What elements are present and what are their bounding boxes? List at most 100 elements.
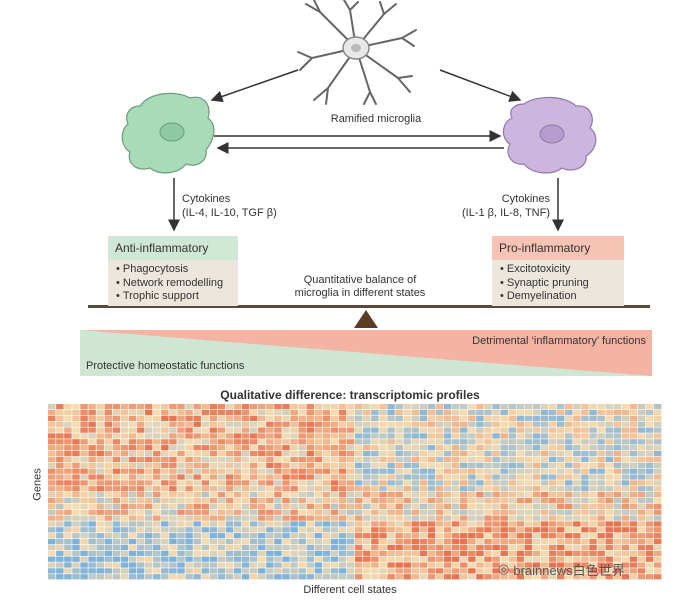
heatmap-cell bbox=[379, 509, 387, 515]
heatmap-cell bbox=[274, 521, 282, 527]
heatmap-cell bbox=[88, 492, 96, 498]
heatmap-cell bbox=[153, 486, 161, 492]
heatmap-cell bbox=[484, 456, 492, 463]
heatmap-cell bbox=[64, 474, 72, 480]
heatmap-cell bbox=[597, 486, 605, 492]
heatmap-cell bbox=[80, 550, 88, 556]
heatmap-cell bbox=[330, 492, 339, 498]
heatmap-cell bbox=[581, 556, 589, 562]
heatmap-cell bbox=[645, 404, 654, 410]
heatmap-cell bbox=[233, 556, 242, 562]
heatmap-cell bbox=[322, 521, 331, 527]
heatmap-cell bbox=[460, 450, 468, 457]
heatmap-cell bbox=[249, 439, 258, 445]
heatmap-cell bbox=[573, 527, 581, 533]
heatmap-cell bbox=[120, 503, 129, 509]
heatmap-cell bbox=[653, 439, 662, 445]
heatmap-cell bbox=[597, 409, 605, 416]
heatmap-cell bbox=[419, 497, 428, 504]
heatmap-cell bbox=[629, 527, 638, 533]
heatmap-cell bbox=[153, 492, 161, 498]
heatmap-cell bbox=[451, 409, 460, 416]
heatmap-x-label: Different cell states bbox=[303, 584, 397, 596]
heatmap-cell bbox=[355, 439, 363, 445]
heatmap-cell bbox=[435, 562, 444, 568]
heatmap-cell bbox=[96, 415, 104, 421]
heatmap-cell bbox=[460, 486, 468, 492]
heatmap-cell bbox=[48, 521, 56, 527]
heatmap-cell bbox=[48, 568, 56, 574]
heatmap-cell bbox=[492, 521, 500, 527]
heatmap-cell bbox=[48, 409, 56, 416]
heatmap-cell bbox=[645, 450, 654, 457]
heatmap-cell bbox=[484, 568, 492, 574]
heatmap-cell bbox=[484, 445, 492, 451]
heatmap-cell bbox=[80, 497, 88, 504]
heatmap-cell bbox=[508, 456, 516, 463]
heatmap-cell bbox=[330, 568, 339, 574]
heatmap-cell bbox=[629, 445, 638, 451]
heatmap-cell bbox=[573, 509, 581, 515]
heatmap-cell bbox=[96, 439, 104, 445]
heatmap-cell bbox=[653, 421, 662, 427]
heatmap-cell bbox=[56, 574, 64, 580]
heatmap-cell bbox=[72, 480, 80, 486]
heatmap-cell bbox=[419, 521, 428, 527]
heatmap-cell bbox=[508, 474, 516, 480]
heatmap-cell bbox=[524, 409, 533, 416]
heatmap-cell bbox=[258, 556, 266, 562]
heatmap-cell bbox=[621, 456, 630, 463]
heatmap-cell bbox=[540, 427, 549, 433]
heatmap-cell bbox=[314, 439, 323, 445]
heatmap-cell bbox=[217, 515, 226, 521]
heatmap-cell bbox=[613, 550, 622, 556]
heatmap-cell bbox=[451, 415, 460, 421]
heatmap-cell bbox=[177, 468, 185, 474]
heatmap-cell bbox=[363, 409, 371, 416]
heatmap-cell bbox=[64, 404, 72, 410]
heatmap-cell bbox=[395, 427, 403, 433]
heatmap-cell bbox=[56, 544, 64, 551]
heatmap-cell bbox=[621, 445, 630, 451]
heatmap-cell bbox=[500, 450, 508, 457]
heatmap-cell bbox=[80, 544, 88, 551]
heatmap-cell bbox=[72, 544, 80, 551]
heatmap-cell bbox=[629, 427, 638, 433]
heatmap-cell bbox=[346, 574, 355, 580]
heatmap-cell bbox=[225, 521, 234, 527]
heatmap-cell bbox=[355, 456, 363, 463]
heatmap-cell bbox=[427, 521, 436, 527]
heatmap-cell bbox=[403, 497, 411, 504]
heatmap-cell bbox=[217, 503, 226, 509]
heatmap-cell bbox=[484, 533, 492, 539]
heatmap-cell bbox=[605, 503, 613, 509]
heatmap-cell bbox=[581, 480, 589, 486]
heatmap-cell bbox=[144, 556, 153, 562]
heatmap-cell bbox=[451, 533, 460, 539]
heatmap-cell bbox=[379, 574, 387, 580]
heatmap-cell bbox=[330, 439, 339, 445]
heatmap-cell bbox=[621, 562, 630, 568]
heatmap-cell bbox=[282, 503, 290, 509]
heatmap-cell bbox=[241, 409, 250, 416]
heatmap-cell bbox=[451, 574, 460, 580]
heatmap-cell bbox=[48, 538, 56, 545]
heatmap-cell bbox=[128, 415, 137, 421]
heatmap-cell bbox=[363, 450, 371, 457]
heatmap-cell bbox=[532, 450, 541, 457]
heatmap-cell bbox=[64, 574, 72, 580]
heatmap-cell bbox=[96, 550, 104, 556]
heatmap-cell bbox=[524, 533, 533, 539]
heatmap-cell bbox=[532, 445, 541, 451]
heatmap-cell bbox=[112, 533, 121, 539]
detrimental-label: Detrimental ‘inflammatory’ functions bbox=[472, 335, 646, 347]
heatmap-cell bbox=[177, 527, 185, 533]
heatmap-cell bbox=[258, 415, 266, 421]
heatmap-cell bbox=[282, 568, 290, 574]
heatmap-cell bbox=[621, 544, 630, 551]
heatmap-cell bbox=[169, 556, 177, 562]
heatmap-cell bbox=[201, 427, 209, 433]
heatmap-cell bbox=[346, 538, 355, 545]
heatmap-cell bbox=[379, 433, 387, 439]
heatmap-cell bbox=[233, 503, 242, 509]
